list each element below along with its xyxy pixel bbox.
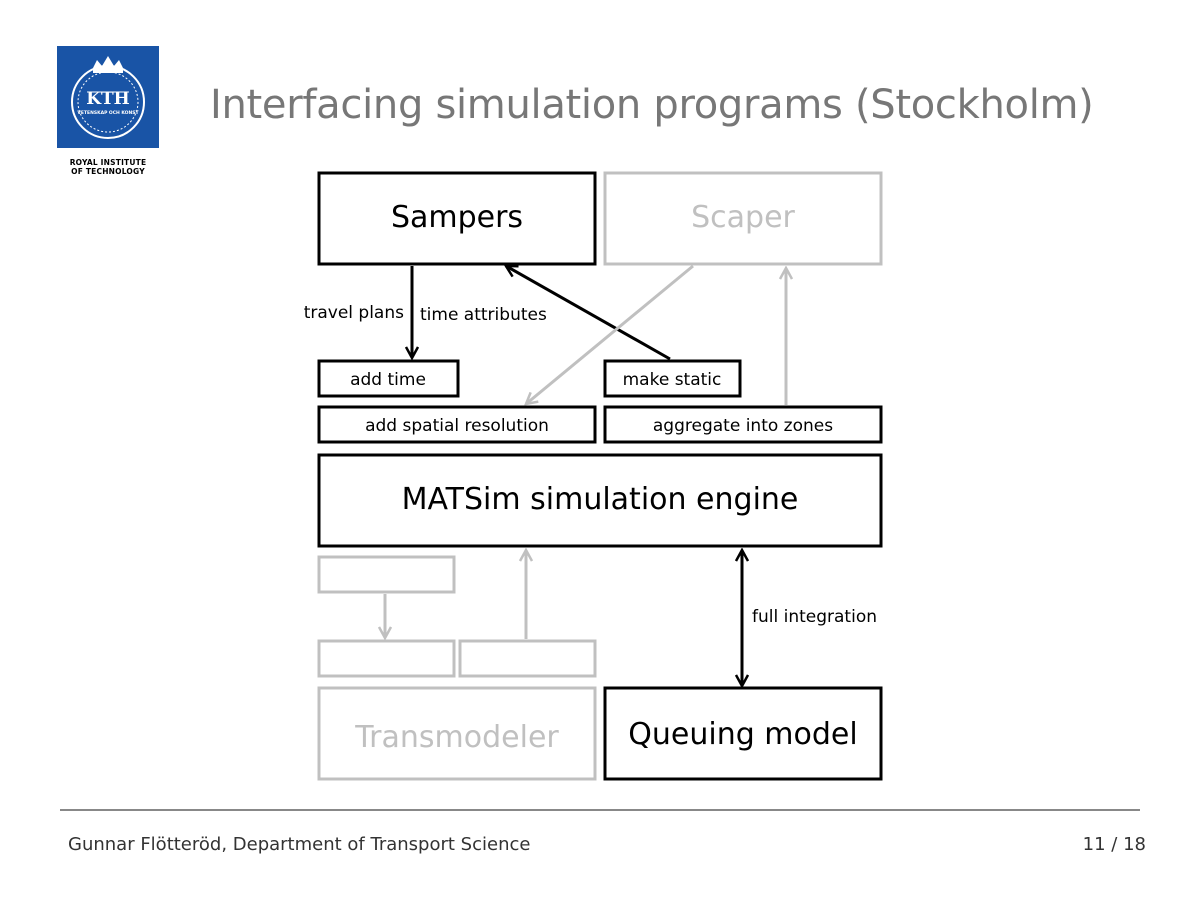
scaper-box: Scaper (603, 171, 883, 266)
arrow-make-static-to-sampers (506, 264, 671, 361)
footer-page-number: 11 / 18 (1082, 834, 1146, 855)
transmodeler-label: Transmodeler (354, 720, 559, 755)
add-spatial-resolution-label: add spatial resolution (365, 416, 549, 436)
inactive-box-bottom-right (458, 639, 597, 678)
scaper-label: Scaper (691, 200, 795, 235)
inactive-box-bottom-left (317, 639, 456, 678)
transmodeler-box: Transmodeler (317, 686, 597, 781)
inactive-box-top (317, 555, 456, 594)
arrow-scaper-to-add-spatial (526, 264, 694, 404)
logo-subtitle-line2: OF TECHNOLOGY (71, 167, 145, 176)
kth-logo: KTH VETENSKAP OCH KONST (57, 46, 159, 148)
make-static-label: make static (623, 370, 722, 390)
queuing-model-box: Queuing model (603, 686, 883, 781)
queuing-model-label: Queuing model (628, 717, 857, 752)
footer-divider (60, 809, 1140, 811)
aggregate-into-zones-label: aggregate into zones (653, 416, 833, 436)
sampers-label: Sampers (391, 200, 523, 235)
matsim-label: MATSim simulation engine (402, 482, 799, 517)
logo-subtitle: ROYAL INSTITUTE OF TECHNOLOGY (57, 158, 159, 176)
add-time-box: add time (317, 359, 460, 398)
full-integration-label: full integration (752, 607, 877, 627)
slide-title: Interfacing simulation programs (Stockho… (210, 82, 1094, 128)
time-attributes-label: time attributes (420, 305, 547, 325)
add-time-label: add time (350, 370, 426, 390)
aggregate-into-zones-box: aggregate into zones (603, 405, 883, 444)
logo-text: KTH (86, 89, 130, 109)
footer-author: Gunnar Flötteröd, Department of Transpor… (68, 834, 531, 855)
make-static-box: make static (603, 359, 742, 398)
add-spatial-resolution-box: add spatial resolution (317, 405, 597, 444)
travel-plans-label: travel plans (304, 303, 404, 323)
sampers-box: Sampers (317, 171, 597, 266)
logo-motto: VETENSKAP OCH KONST (77, 110, 139, 116)
logo-subtitle-line1: ROYAL INSTITUTE (69, 158, 147, 167)
matsim-box: MATSim simulation engine (317, 453, 883, 548)
kth-crest-icon: KTH VETENSKAP OCH KONST (71, 56, 145, 139)
